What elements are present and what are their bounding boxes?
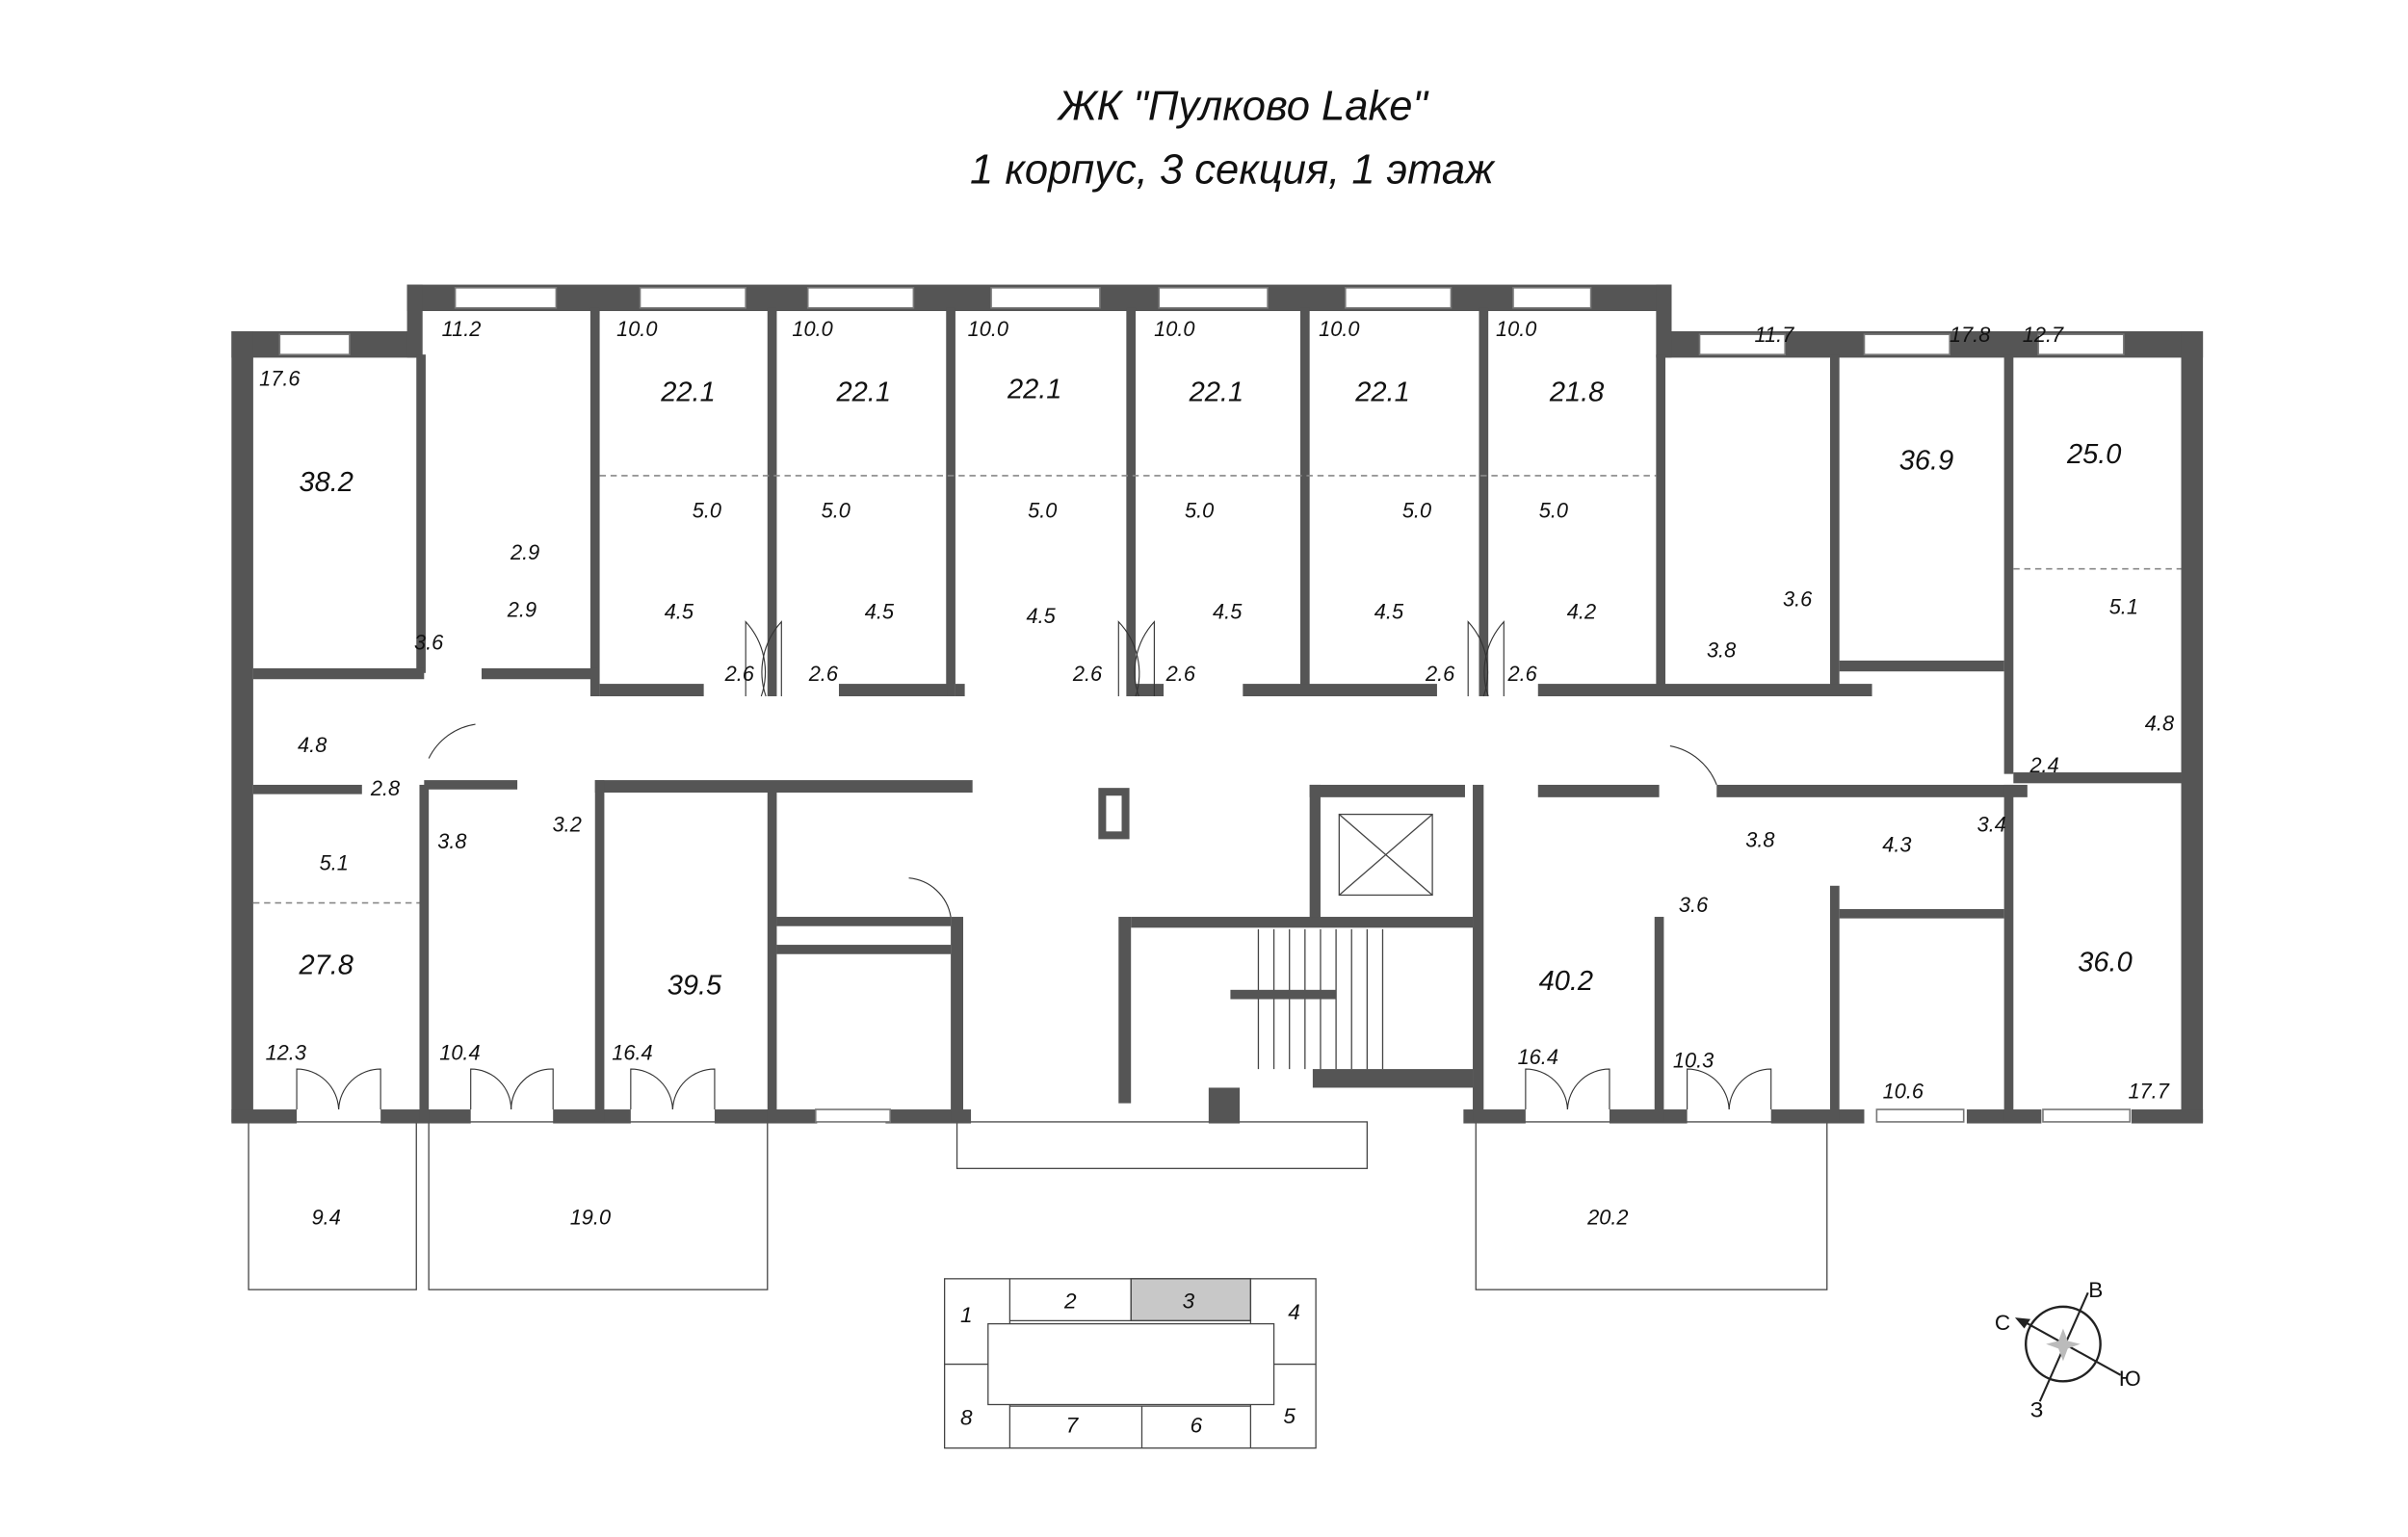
room-area: 3.8 — [1707, 638, 1736, 663]
room-area: 10.0 — [1319, 317, 1359, 341]
room-area: 5.1 — [2109, 595, 2138, 619]
section-key-plan: 1 2 3 4 5 6 7 8 — [943, 1278, 1317, 1449]
room-area: 2.6 — [1425, 662, 1455, 686]
room-area: 12.7 — [2023, 323, 2064, 347]
room-area: 10.0 — [1496, 317, 1536, 341]
floor-subtitle: 1 корпус, 3 секция, 1 этаж — [970, 147, 1496, 194]
room-area: 2.6 — [1165, 662, 1196, 686]
room-area: 10.0 — [616, 317, 657, 341]
room-area: 2.9 — [510, 540, 539, 564]
elevator-shaft — [1098, 788, 1433, 897]
room-area: 3.6 — [414, 631, 444, 655]
room-area: 2.6 — [724, 662, 755, 686]
room-area: 4.5 — [1027, 604, 1057, 628]
windows — [278, 286, 2132, 1123]
room-area: 2.9 — [507, 598, 537, 622]
room-area: 4.8 — [2145, 711, 2174, 735]
room-area: 5.0 — [1028, 499, 1057, 523]
key-section-1: 1 — [960, 1303, 973, 1327]
room-area: 2.6 — [1072, 662, 1103, 686]
room-area: 11.7 — [1755, 323, 1795, 347]
room-area: 17.8 — [1950, 323, 1990, 347]
room-area: 2.6 — [1507, 662, 1538, 686]
room-area: 4.2 — [1567, 599, 1596, 623]
key-section-8: 8 — [960, 1405, 973, 1429]
room-area: 3.6 — [1783, 586, 1813, 611]
balcony-area: 19.0 — [570, 1205, 611, 1229]
room-area: 10.0 — [1154, 317, 1194, 341]
room-area: 10.6 — [1883, 1080, 1924, 1104]
room-area: 3.4 — [1977, 812, 2006, 836]
key-section-3: 3 — [1183, 1289, 1195, 1313]
room-area: 16.4 — [612, 1040, 652, 1064]
room-area: 17.6 — [259, 366, 301, 390]
compass-east: В — [2088, 1278, 2103, 1302]
apartment-area: 22.1 — [1007, 374, 1061, 404]
room-area: 17.7 — [2128, 1080, 2169, 1104]
exterior-walls — [231, 284, 2204, 1124]
room-area: 16.4 — [1518, 1045, 1558, 1069]
room-area-labels: 17.6 38.2 11.2 2.9 2.9 3.6 10.0 22.1 5.0… — [259, 317, 2174, 1230]
apartment-area: 21.8 — [1549, 378, 1604, 408]
room-area: 4.5 — [1374, 599, 1404, 623]
room-area: 5.0 — [1539, 499, 1568, 523]
apartment-area: 27.8 — [298, 951, 353, 981]
staircase — [1230, 928, 1384, 1070]
room-area: 2.4 — [2028, 753, 2058, 777]
room-area: 10.3 — [1673, 1048, 1714, 1072]
room-area: 5.0 — [693, 499, 721, 523]
room-area: 5.0 — [1185, 499, 1214, 523]
room-area: 10.0 — [968, 317, 1008, 341]
room-area: 4.5 — [1213, 599, 1243, 623]
room-area: 4.5 — [665, 599, 694, 623]
apartment-area: 22.1 — [1354, 378, 1409, 408]
apartment-area: 39.5 — [667, 971, 722, 1002]
room-area: 10.0 — [792, 317, 832, 341]
interior-walls — [252, 307, 2182, 1122]
key-section-7: 7 — [1066, 1414, 1080, 1438]
room-area: 4.8 — [298, 733, 327, 757]
key-section-4: 4 — [1288, 1300, 1300, 1324]
compass-south: Ю — [2119, 1367, 2141, 1391]
apartment-area: 22.1 — [836, 378, 891, 408]
compass-north: С — [1995, 1311, 2010, 1335]
room-area: 3.2 — [553, 812, 582, 836]
apartment-area: 40.2 — [1539, 966, 1593, 997]
doors — [296, 620, 1772, 1110]
room-area: 5.0 — [822, 499, 851, 523]
apartment-area: 25.0 — [2066, 439, 2121, 470]
apartment-area: 38.2 — [299, 467, 353, 498]
room-area: 4.3 — [1882, 832, 1911, 856]
room-area: 5.1 — [320, 851, 349, 875]
compass-icon: С В Ю З — [1995, 1278, 2141, 1421]
balcony-area: 9.4 — [312, 1205, 341, 1229]
room-area: 2.8 — [370, 776, 400, 800]
kitchen-zone-lines — [252, 475, 2182, 904]
key-section-6: 6 — [1191, 1414, 1203, 1438]
room-area: 12.3 — [266, 1040, 306, 1064]
room-area: 11.2 — [442, 317, 482, 341]
apartment-area: 36.0 — [2078, 947, 2132, 977]
compass-west: З — [2030, 1397, 2044, 1421]
room-area: 3.6 — [1679, 893, 1709, 917]
room-area: 3.8 — [437, 829, 466, 853]
room-area: 10.4 — [439, 1040, 480, 1064]
key-section-2: 2 — [1063, 1289, 1077, 1313]
balcony-area: 20.2 — [1586, 1205, 1628, 1229]
room-area: 4.5 — [865, 599, 895, 623]
room-area: 2.6 — [808, 662, 839, 686]
apartment-area: 36.9 — [1899, 446, 1953, 477]
key-section-5: 5 — [1283, 1404, 1296, 1428]
apartment-area: 22.1 — [660, 378, 715, 408]
room-area: 5.0 — [1402, 499, 1431, 523]
apartment-area: 22.1 — [1189, 378, 1243, 408]
complex-title: ЖК "Пулково Lake" — [1057, 84, 1430, 130]
room-area: 3.8 — [1745, 827, 1774, 851]
